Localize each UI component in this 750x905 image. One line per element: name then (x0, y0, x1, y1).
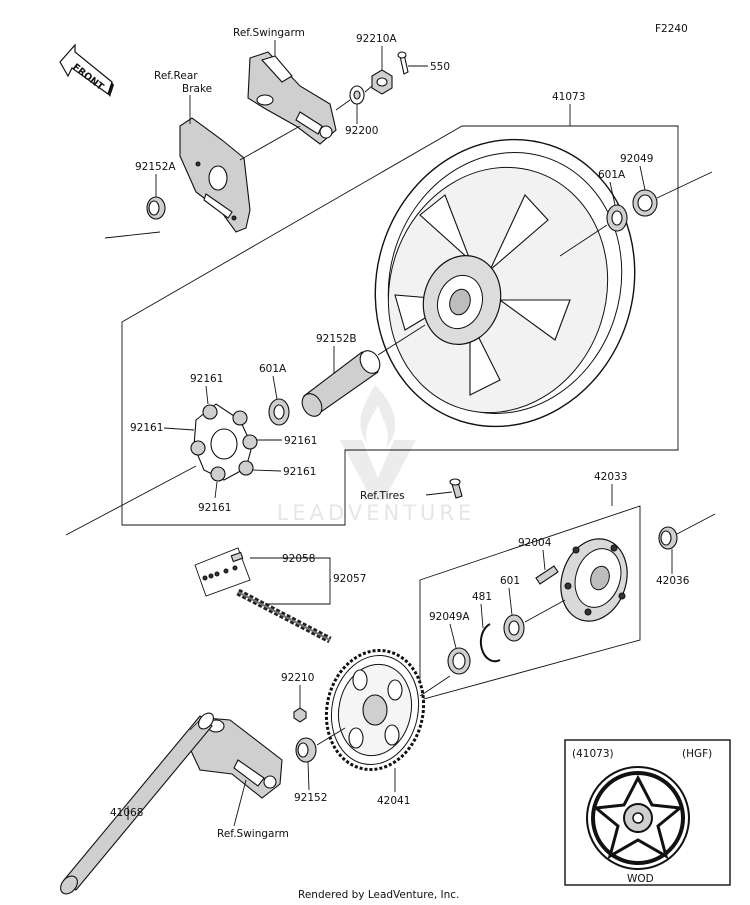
label-92200: 92200 (345, 125, 378, 137)
label-92057: 92057 (333, 573, 366, 585)
bearing-601 (503, 614, 525, 642)
label-42033: 42033 (594, 471, 627, 483)
label-92004: 92004 (518, 537, 552, 549)
label-92049: 92049 (620, 153, 653, 165)
sprocket-hub-42033 (560, 538, 628, 622)
hub-dampers-92161 (190, 403, 258, 482)
rear-wheel-41073 (374, 138, 636, 428)
label-42041: 42041 (377, 795, 410, 807)
circlip-481 (479, 623, 501, 663)
label-41073: 41073 (552, 91, 585, 103)
label-92058: 92058 (282, 553, 315, 565)
label-ref-tires: Ref.Tires (360, 490, 405, 502)
label-92152: 92152 (294, 792, 327, 804)
label-92161-right-a: 92161 (284, 435, 317, 447)
inset-wheel-variant: (41073) (HGF) WOD (564, 739, 731, 886)
rear-brake-bracket (179, 117, 251, 233)
label-92161-right-b: 92161 (283, 466, 316, 478)
label-41068: 41068 (110, 807, 143, 819)
label-92161-left: 92161 (130, 422, 163, 434)
label-481: 481 (472, 591, 492, 603)
cotter-pin-550 (397, 51, 409, 75)
footer-credit: Rendered by LeadVenture, Inc. (298, 889, 459, 901)
label-92152B: 92152B (316, 333, 357, 345)
inset-caption: WOD (627, 873, 654, 885)
nut-92210A (371, 69, 393, 95)
drive-chain-92057 (236, 588, 332, 644)
label-ref-swingarm-bottom: Ref.Swingarm (217, 828, 289, 840)
label-601A-left: 601A (259, 363, 287, 375)
leadventure-watermark: LEADVENTURE (277, 385, 476, 525)
inset-wheel-graphic (586, 766, 690, 870)
label-601: 601 (500, 575, 520, 587)
front-arrow-icon: FRONT (59, 43, 114, 97)
wheel-group-outline (121, 125, 679, 526)
collar-92152A (146, 196, 166, 220)
bearing-601A-right (606, 204, 628, 232)
label-550: 550 (430, 61, 450, 73)
collar-92152 (295, 737, 317, 763)
inset-code: (HGF) (682, 748, 712, 760)
label-42036: 42036 (656, 575, 690, 587)
rear-axle-41068 (60, 712, 214, 895)
label-601A-right: 601A (598, 169, 626, 181)
label-92210A: 92210A (356, 33, 397, 45)
collar-42036 (658, 526, 678, 550)
spacer-92152B (301, 350, 381, 417)
inset-part-no: (41073) (572, 748, 614, 760)
label-92049A: 92049A (429, 611, 470, 623)
tire-valve (449, 478, 463, 499)
bearing-601A-left (268, 398, 290, 426)
label-92210: 92210 (281, 672, 314, 684)
washer-92200 (349, 85, 365, 105)
label-92161-bottom: 92161 (198, 502, 231, 514)
label-brake: Brake (182, 83, 212, 95)
label-ref-rear: Ref.Rear (154, 70, 198, 82)
oil-seal-92049 (632, 189, 658, 217)
chain-joint-92058 (194, 547, 251, 597)
label-ref-swingarm-top: Ref.Swingarm (233, 27, 305, 39)
figure-id: F2240 (655, 23, 688, 35)
stud-92004 (535, 565, 559, 585)
rear-sprocket-42041 (324, 648, 426, 772)
sprocket-hub-group-outline (419, 505, 641, 701)
label-92161-top: 92161 (190, 373, 223, 385)
swingarm-adjuster-lower (185, 717, 283, 799)
label-92152A: 92152A (135, 161, 176, 173)
oil-seal-92049A (447, 647, 471, 675)
nut-92210 (293, 707, 307, 723)
watermark-text: LEADVENTURE (277, 501, 476, 525)
swingarm-adjuster-upper (247, 51, 337, 145)
